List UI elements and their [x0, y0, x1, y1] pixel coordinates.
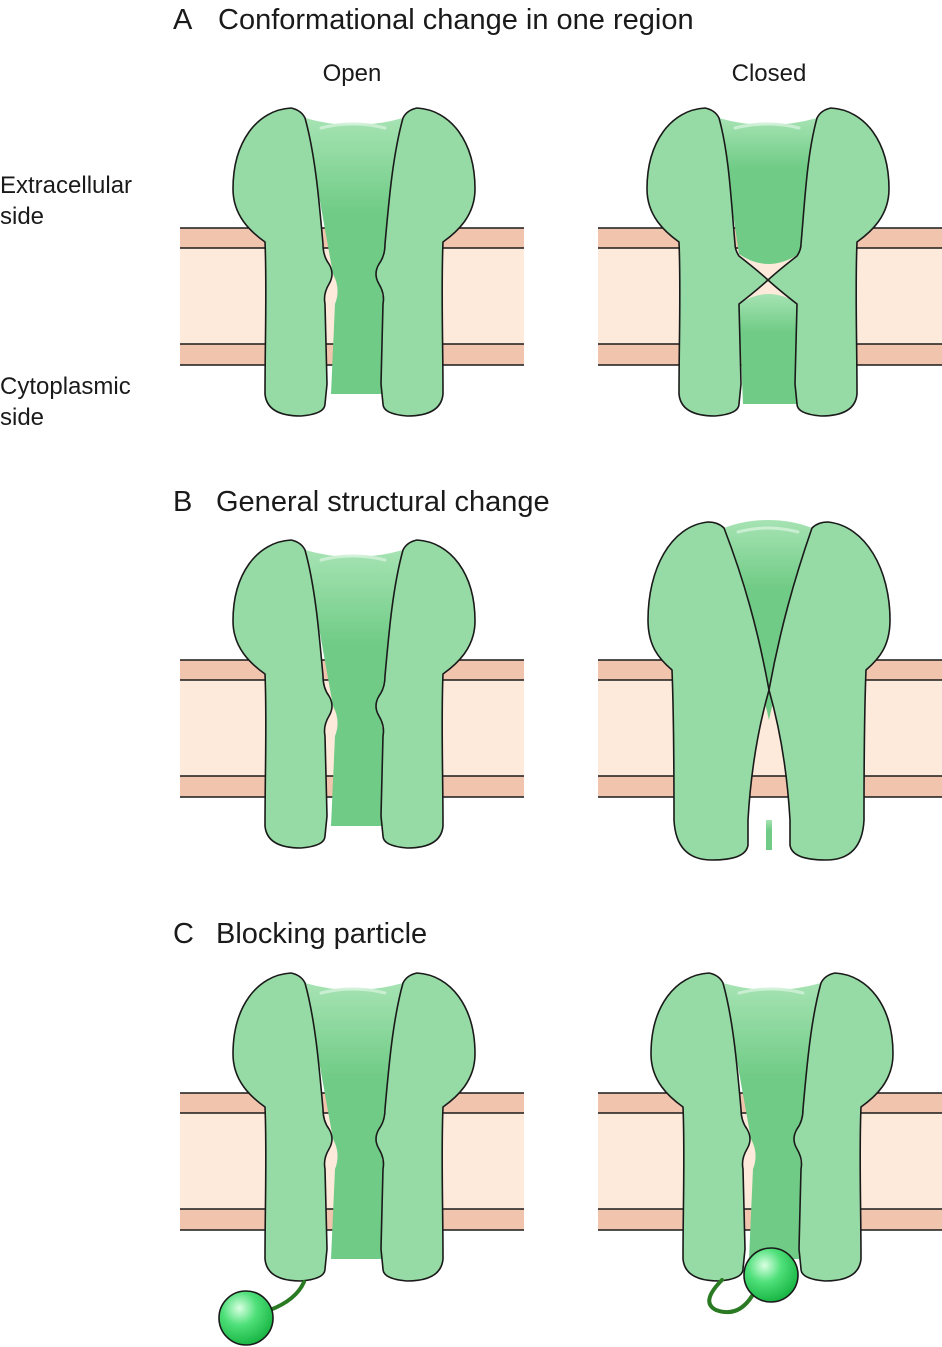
- panel-c: C Blocking particle: [173, 918, 942, 1346]
- cytoplasmic-label-line2: side: [0, 404, 44, 431]
- channel-b-closed: [646, 518, 892, 862]
- panel-c-letter: C: [173, 918, 194, 950]
- panel-b-letter: B: [173, 486, 192, 518]
- panel-b-title: General structural change: [216, 486, 550, 518]
- channel-c-closed: [649, 971, 895, 1283]
- panel-a-title: Conformational change in one region: [218, 4, 694, 36]
- panel-b: B General structural change: [173, 486, 942, 862]
- extracellular-label-line1: Extracellular: [0, 172, 132, 199]
- panel-c-title: Blocking particle: [216, 918, 427, 950]
- channel-a-closed: [645, 106, 891, 418]
- blocking-particle-closed: [743, 1247, 799, 1303]
- extracellular-label-line2: side: [0, 203, 44, 230]
- tether-c-open: [268, 1280, 306, 1312]
- tether-c-closed: [707, 1278, 754, 1315]
- channel-c-open: [231, 971, 477, 1283]
- column-label-open: Open: [323, 60, 382, 87]
- cytoplasmic-label-line1: Cytoplasmic: [0, 373, 131, 400]
- column-label-closed: Closed: [732, 60, 807, 87]
- blocking-particle-open: [218, 1290, 274, 1346]
- channel-b-open: [231, 538, 477, 850]
- channel-a-open: [231, 106, 477, 418]
- panel-a-letter: A: [173, 4, 193, 36]
- panel-a: A Conformational change in one region Op…: [0, 4, 942, 431]
